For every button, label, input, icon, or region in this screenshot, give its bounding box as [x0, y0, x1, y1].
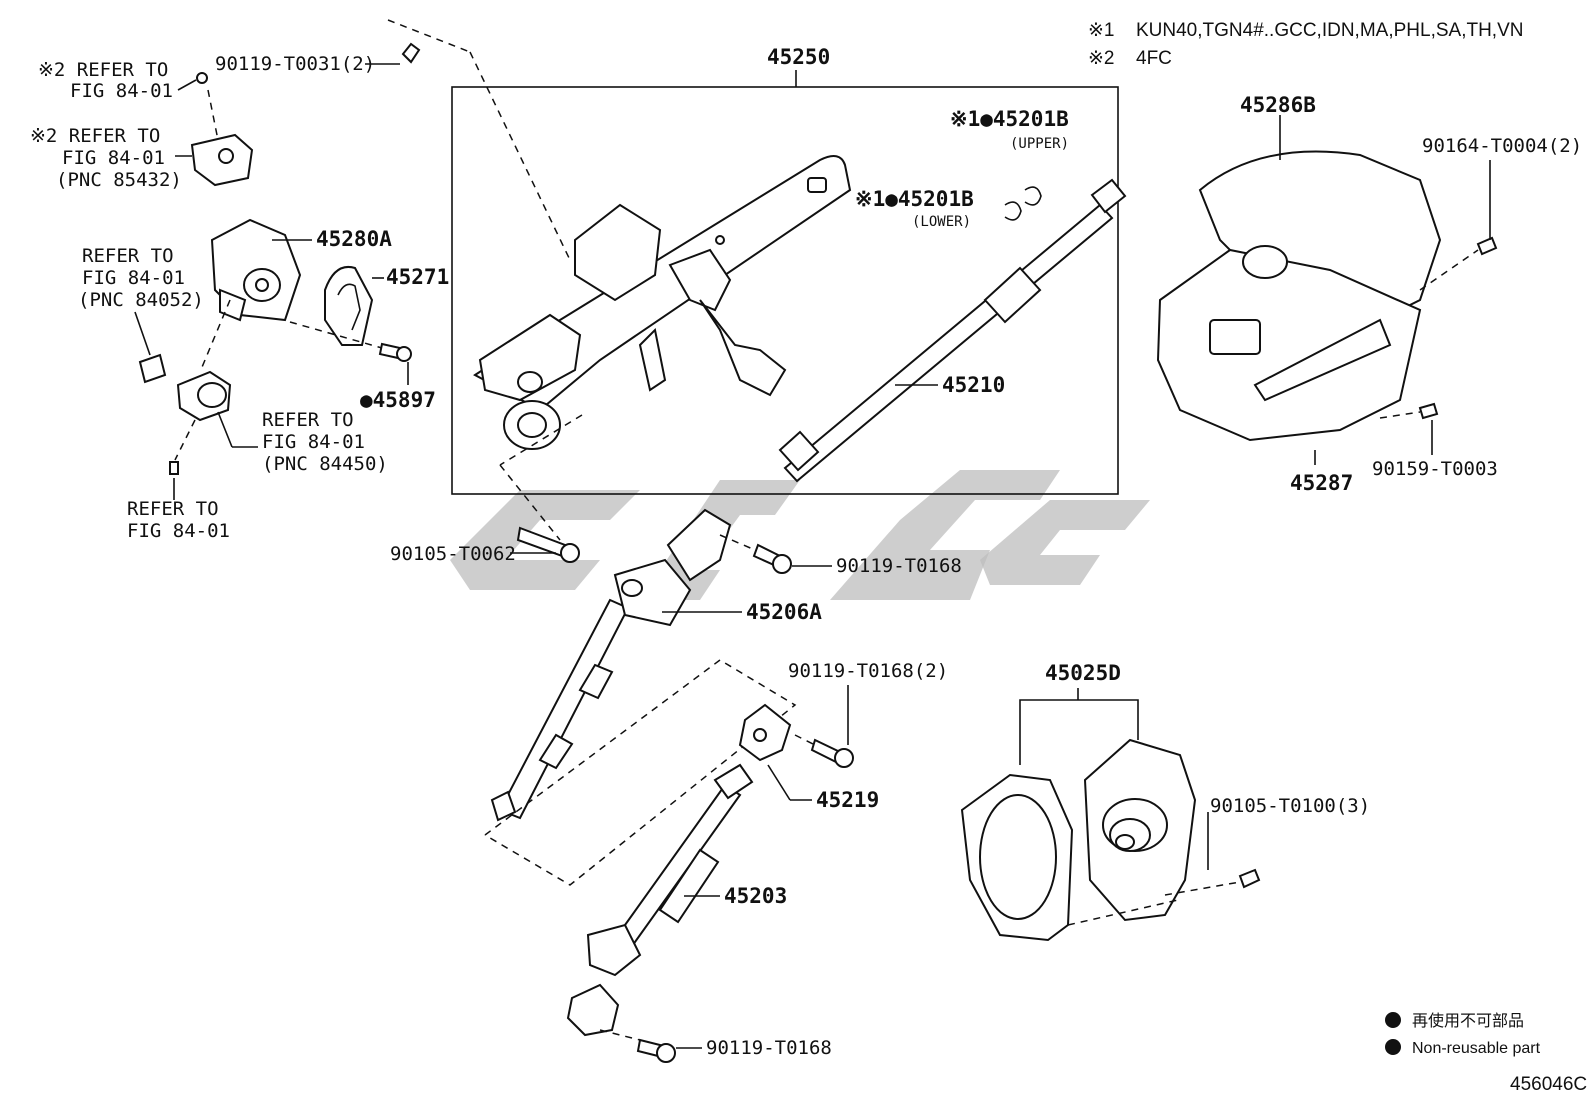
- non-reusable-dot-icon-2: [1385, 1039, 1401, 1055]
- note-2-mark: ※2: [1088, 48, 1115, 69]
- ref4-line1: REFER TO: [262, 409, 354, 431]
- label-45210: 45210: [942, 373, 1005, 397]
- non-reusable-dot-icon: [1385, 1012, 1401, 1028]
- legend-zh: 再使用不可部品: [1412, 1012, 1524, 1030]
- label-90119-t0168-b: 90119-T0168: [706, 1037, 832, 1059]
- watermark-logo: [450, 470, 1150, 600]
- label-90159: 90159-T0003: [1372, 458, 1498, 480]
- steering-column-drawing: [473, 155, 852, 450]
- ref2-line2: FIG 84-01: [62, 147, 165, 169]
- label-45219: 45219: [816, 788, 879, 812]
- assembly-45250-box: [451, 86, 1119, 495]
- label-45201b-lower: ※1●45201B: [855, 187, 974, 211]
- ref4-line3: (PNC 84450): [262, 453, 388, 475]
- label-45201b-upper: ※1●45201B: [950, 107, 1069, 131]
- ref3-line2: FIG 84-01: [82, 267, 185, 289]
- ref3-line3: (PNC 84052): [78, 289, 204, 311]
- shaft-45206a-drawing: [490, 508, 732, 822]
- column-cover-drawing: [1156, 150, 1442, 442]
- label-90105-t0062: 90105-T0062: [390, 543, 516, 565]
- boot-45025d-drawing: [960, 738, 1197, 942]
- label-45203: 45203: [724, 884, 787, 908]
- ref1-line1: ※2 REFER TO: [38, 59, 168, 81]
- ref4-line2: FIG 84-01: [262, 431, 365, 453]
- ref5-line2: FIG 84-01: [127, 520, 230, 542]
- label-90164: 90164-T0004(2): [1422, 135, 1582, 157]
- ref3-line1: REFER TO: [82, 245, 174, 267]
- label-45287: 45287: [1290, 471, 1353, 495]
- ref2-line3: (PNC 85432): [56, 169, 182, 191]
- shaft-45210-drawing: [778, 178, 1127, 483]
- ref1-line2: FIG 84-01: [70, 80, 173, 102]
- figure-id: 456046C: [1510, 1074, 1587, 1095]
- label-45025d: 45025D: [1045, 661, 1121, 685]
- label-90119-t0168-2: 90119-T0168(2): [788, 660, 948, 682]
- ref5-line1: REFER TO: [127, 498, 219, 520]
- label-lower: (LOWER): [912, 214, 971, 230]
- label-45206a: 45206A: [746, 600, 822, 624]
- label-45271: 45271: [386, 265, 449, 289]
- clip-45201b-drawing: [1004, 186, 1042, 221]
- label-90119-t0168-a: 90119-T0168: [836, 555, 962, 577]
- shaft-45203-drawing: [566, 763, 754, 1037]
- label-upper: (UPPER): [1010, 136, 1069, 152]
- note-2-text: 4FC: [1136, 48, 1172, 69]
- note-1-mark: ※1: [1088, 20, 1115, 41]
- legend-en: Non-reusable part: [1412, 1040, 1541, 1057]
- note-1-text: KUN40,TGN4#..GCC,IDN,MA,PHL,SA,TH,VN: [1136, 20, 1523, 41]
- label-90119-t0031: 90119-T0031(2): [215, 53, 375, 75]
- label-45897: ●45897: [360, 388, 436, 412]
- ref2-line1: ※2 REFER TO: [30, 125, 160, 147]
- label-90105-t0100: 90105-T0100(3): [1210, 795, 1370, 817]
- label-45250: 45250: [767, 45, 830, 69]
- label-45286b: 45286B: [1240, 93, 1316, 117]
- label-45280a: 45280A: [316, 227, 392, 251]
